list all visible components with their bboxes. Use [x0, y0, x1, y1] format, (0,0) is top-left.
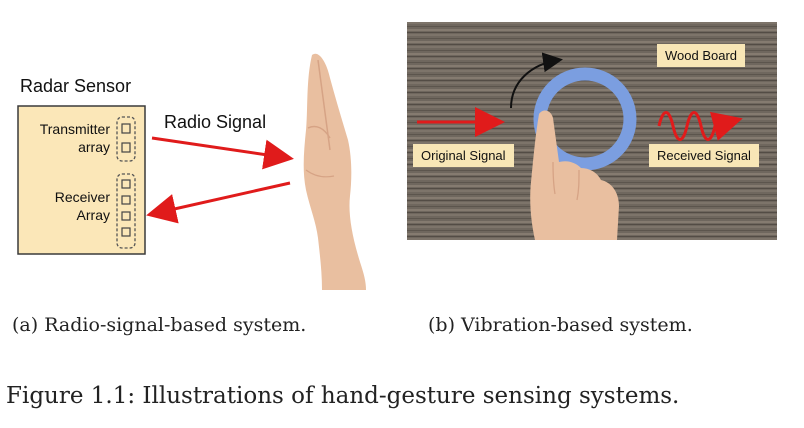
transmitter-antenna [121, 142, 131, 153]
receiver-label: Receiver Array [22, 188, 110, 224]
receiver-array-outline [116, 173, 136, 249]
receiver-antenna [121, 195, 131, 205]
receiver-antenna [121, 211, 131, 221]
wood-board-label: Wood Board [657, 44, 746, 67]
transmitter-array-outline [116, 116, 136, 162]
wave-icon [657, 111, 743, 141]
hand-icon [303, 53, 366, 290]
transmit-arrow [151, 136, 294, 170]
finger-icon [530, 110, 619, 240]
rotation-arrow-icon [510, 52, 563, 109]
radar-diagram [17, 53, 366, 290]
radio-signal-label: Radio Signal [164, 112, 267, 132]
original-signal-label: Original Signal [413, 144, 514, 167]
receiver-antenna [121, 179, 131, 189]
vibration-diagram [407, 22, 777, 240]
received-signal-label: Received Signal [649, 144, 759, 167]
receive-arrow [146, 181, 291, 224]
transmitter-antenna [121, 123, 131, 134]
radar-sensor-title: Radar Sensor [20, 76, 132, 96]
transmitter-label-line2: array [78, 139, 110, 155]
caption-a: (a) Radio-signal-based system. [12, 314, 307, 336]
transmitter-label: Transmitter array [22, 120, 110, 156]
receiver-label-line1: Receiver [54, 189, 110, 205]
panel-vibration: Wood Board Original Signal Received Sign… [407, 22, 777, 240]
receiver-label-line2: Array [76, 207, 110, 223]
panel-radio-signal: Radar Sensor Transmitter array Receiver … [0, 0, 400, 300]
figure-caption: Figure 1.1: Illustrations of hand-gestur… [6, 383, 680, 409]
transmitter-label-line1: Transmitter [39, 121, 110, 137]
receiver-antenna [121, 227, 131, 237]
caption-b: (b) Vibration-based system. [428, 314, 693, 336]
